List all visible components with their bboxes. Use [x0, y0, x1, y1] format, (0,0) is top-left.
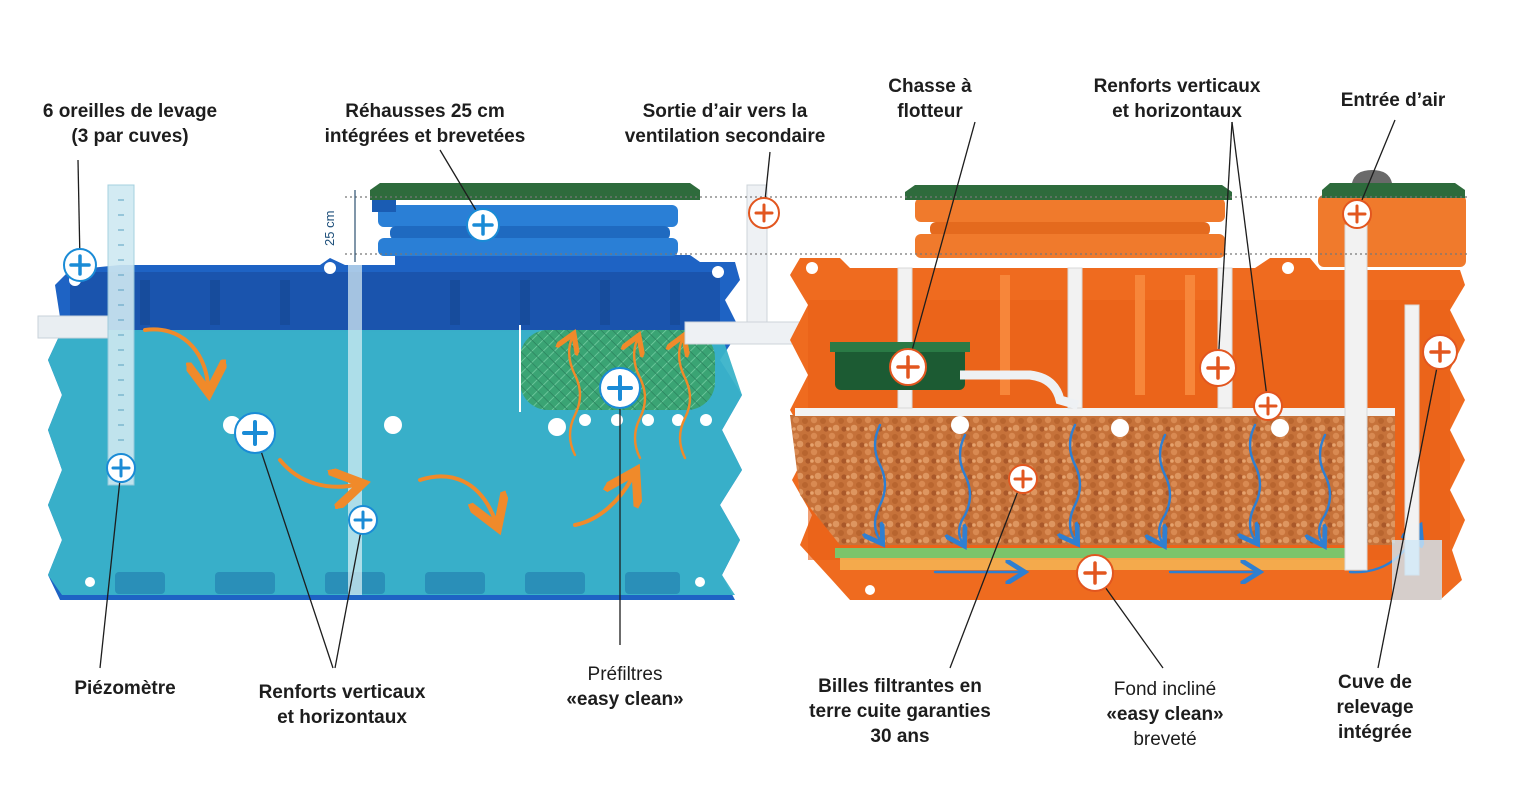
filter-tank-orange	[790, 170, 1466, 600]
hotspot-markers	[63, 197, 1458, 592]
label-risers: Réhausses 25 cm intégrées et brevetées	[324, 101, 526, 147]
plus-marker-riser[interactable]	[466, 208, 500, 242]
lid-blue	[370, 183, 700, 200]
leader-lines	[77, 119, 1441, 669]
label-air-inlet: Entrée d’air	[1340, 90, 1446, 111]
plus-marker-reinforcements-right-1[interactable]	[1199, 349, 1237, 387]
plus-marker-sloped-bottom[interactable]	[1076, 554, 1114, 592]
label-float-flush: Chasse à flotteur	[888, 76, 972, 122]
plus-marker-reinforcements-left[interactable]	[234, 412, 276, 454]
plus-marker-reinforcements-right-2[interactable]	[1253, 391, 1283, 421]
riser-blue	[372, 200, 678, 256]
dimension-25cm: 25 cm	[322, 190, 356, 262]
label-lifting-ears: 6 oreilles de levage (3 par cuves)	[42, 101, 218, 147]
septic-tank-blue	[37, 183, 742, 600]
label-lift-chamber: Cuve de relevage intégrée	[1336, 672, 1414, 743]
plus-marker-prefilter[interactable]	[599, 367, 641, 409]
label-air-outlet: Sortie d’air vers la ventilation seconda…	[624, 101, 826, 147]
label-reinforcements-bottom: Renforts verticaux et horizontaux	[258, 682, 426, 728]
label-piezometer: Piézomètre	[74, 678, 176, 699]
label-reinforcements-top: Renforts verticaux et horizontaux	[1093, 76, 1261, 122]
label-sloped-bottom: Fond incliné «easy clean» breveté	[1106, 679, 1224, 750]
label-filter-media: Billes filtrantes en terre cuite garanti…	[809, 676, 991, 747]
dimension-label: 25 cm	[322, 211, 337, 246]
plus-marker-lifting-ears[interactable]	[63, 248, 97, 282]
plus-marker-piezometer[interactable]	[106, 453, 136, 483]
plus-marker-air-inlet[interactable]	[1342, 199, 1372, 229]
pump-chamber	[1392, 540, 1442, 600]
plus-marker-air-outlet[interactable]	[748, 197, 780, 229]
filter-media	[790, 415, 1395, 545]
label-prefilters: Préfiltres «easy clean»	[566, 664, 684, 710]
plus-marker-float-flush[interactable]	[889, 348, 927, 386]
riser-orange	[915, 198, 1225, 258]
plus-marker-filter-media[interactable]	[1008, 464, 1038, 494]
lid-orange	[905, 185, 1232, 200]
plus-marker-reinforcements-rod[interactable]	[348, 505, 378, 535]
plus-marker-lift-chamber[interactable]	[1422, 334, 1458, 370]
